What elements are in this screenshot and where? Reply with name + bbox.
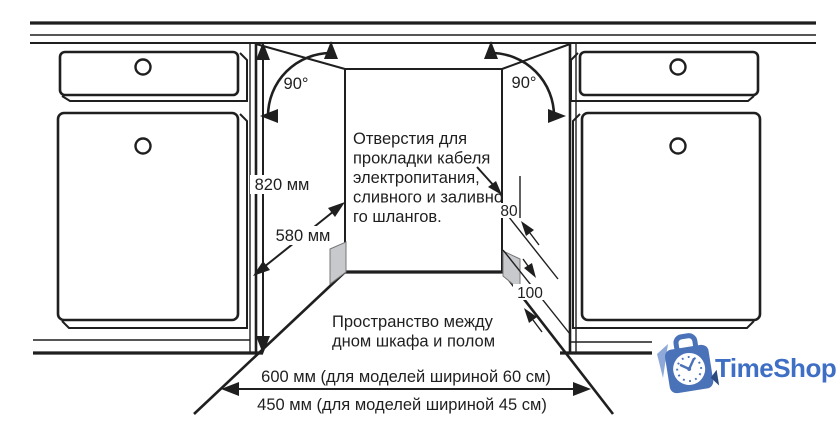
timeshop-logo: TimeShop bbox=[657, 333, 837, 394]
bag-clock-icon bbox=[664, 333, 720, 394]
bag-flap bbox=[657, 344, 668, 378]
right-drawer bbox=[578, 50, 760, 97]
right-drawer-knob bbox=[669, 58, 687, 76]
label-hole-100: 100 bbox=[517, 285, 543, 302]
right-door bbox=[580, 111, 762, 322]
floor-gap-note: Пространство между дном шкафа и полом bbox=[332, 313, 495, 351]
left-door bbox=[56, 111, 240, 322]
timeshop-wordmark: TimeShop bbox=[715, 353, 836, 383]
left-door-knob bbox=[134, 137, 152, 155]
hose-hole-left bbox=[329, 241, 347, 285]
door-swing-right bbox=[484, 41, 566, 123]
label-angle-right: 90° bbox=[512, 74, 537, 92]
dim-width-600 bbox=[221, 382, 591, 396]
countertop bbox=[30, 21, 816, 44]
svg-text:дном шкафа и полом: дном шкафа и полом bbox=[332, 333, 495, 351]
door-swing-left bbox=[260, 41, 338, 123]
svg-text:электропитания,: электропитания, bbox=[353, 169, 480, 187]
label-width-600: 600 мм (для моделей шириной 60 см) bbox=[261, 368, 551, 386]
holes-note: Отверстия для прокладки кабеля электропи… bbox=[353, 130, 503, 226]
label-height-820: 820 мм bbox=[255, 176, 310, 194]
left-drawer bbox=[58, 50, 240, 97]
svg-text:го шлангов.: го шлангов. bbox=[353, 208, 442, 226]
note-arrow bbox=[476, 166, 502, 195]
svg-text:Пространство между: Пространство между bbox=[332, 313, 494, 331]
label-width-450: 450 мм (для моделей шириной 45 см) bbox=[257, 396, 547, 414]
svg-text:сливного и заливно: сливного и заливно bbox=[353, 189, 503, 207]
left-drawer-knob bbox=[134, 58, 152, 76]
label-depth-580: 580 мм bbox=[276, 227, 331, 245]
label-angle-left: 90° bbox=[284, 75, 309, 93]
floor-edge-left bbox=[193, 271, 346, 415]
svg-text:прокладки кабеля: прокладки кабеля bbox=[353, 150, 490, 168]
right-door-knob bbox=[669, 137, 687, 155]
dim-height-820 bbox=[256, 42, 270, 354]
svg-text:Отверстия для: Отверстия для bbox=[353, 130, 467, 148]
right-cabinet bbox=[560, 44, 762, 355]
label-hole-80: 80 bbox=[500, 203, 518, 220]
left-cabinet bbox=[33, 44, 263, 355]
